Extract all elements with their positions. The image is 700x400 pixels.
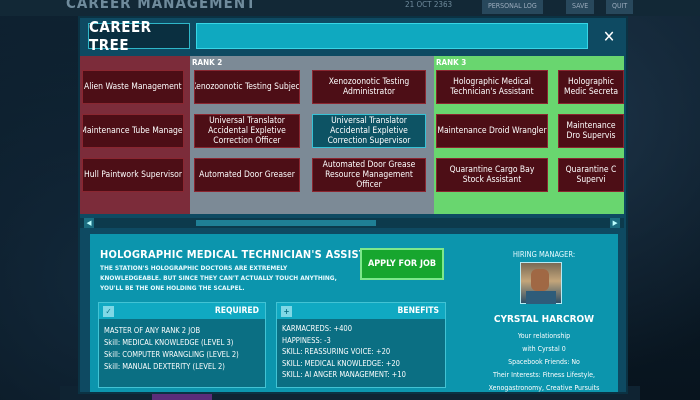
career-tree-dialog: CAREER TREE ✕ Hazardous Alien Waste Mana… [78,16,628,394]
title-bar-decoration [196,23,588,49]
job-node[interactable]: Universal Translator Accidental Expletiv… [194,114,300,148]
job-node[interactable]: Maintenance Tube Manager [82,114,184,148]
job-node[interactable]: Maintenance Droid Wrangler [436,114,548,148]
benefits-list: KARMACREDS: +400 HAPPINESS: -3 SKILL: RE… [282,323,444,381]
benefit-item: SKILL: REASSURING VOICE: +20 [282,347,391,356]
requirements-label: REQUIRED [214,306,259,316]
requirement-item: Skill: COMPUTER WRANGLING (LEVEL 2) [104,350,239,359]
avatar-body [526,291,556,304]
apply-for-job-button[interactable]: APPLY FOR JOB [360,248,444,280]
benefit-item: KARMACREDS: +400 [282,324,352,333]
plus-icon: + [281,306,292,317]
benefit-item: SKILL: MEDICAL KNOWLEDGE: +20 [282,358,400,368]
job-node[interactable]: Automated Door Greaser [194,158,300,192]
requirement-item: Skill: MEDICAL KNOWLEDGE (LEVEL 3) [104,338,234,347]
job-node[interactable]: Automated Door Grease Resource Managemen… [312,158,426,192]
rank-2-label: RANK 2 [192,58,223,67]
hiring-manager-name: CYRSTAL HARCROW [493,314,595,325]
save-button[interactable]: SAVE [566,0,595,14]
career-tree: Hazardous Alien Waste Management Supervi… [80,56,624,214]
hiring-manager-label: HIRING MANAGER: [512,250,576,259]
rank-3-column: RANK 3 Holographic Medical Technician's … [434,56,624,214]
rank-2-column: RANK 2 Xenozoonotic Testing Subject Univ… [190,56,434,214]
job-node[interactable]: Quarantine C Supervi [558,158,624,192]
job-title: HOLOGRAPHIC MEDICAL TECHNICIAN'S ASSISTA… [100,248,389,261]
job-node[interactable]: Xenozoonotic Testing Subject [194,70,300,104]
dialog-title: CAREER TREE [88,18,190,54]
quit-button[interactable]: QUIT [606,0,634,14]
hiring-manager-line: Xenogastronomy, Creative Pursuits [488,384,600,392]
hiring-manager-line: Spacebook Friends: No [508,358,580,366]
hiring-manager-line: with Cyrstal 0 [522,345,566,353]
requirement-item: MASTER OF ANY RANK 2 JOB [104,326,201,335]
benefit-item: HAPPINESS: -3 [282,335,331,345]
checkbox-icon: ✓ [103,306,114,317]
requirement-item: Skill: MANUAL DEXTERITY (LEVEL 2) [104,362,225,371]
tree-scrollbar[interactable]: ◀ ▶ [80,218,624,228]
requirements-box: ✓ REQUIRED MASTER OF ANY RANK 2 JOB Skil… [98,302,266,388]
job-node[interactable]: Hazardous Alien Waste Management Supervi… [82,70,184,104]
background-date: 21 OCT 2363 [405,0,453,9]
scroll-thumb[interactable] [196,220,376,226]
avatar-face [531,269,549,291]
hiring-manager-avatar[interactable] [520,262,562,304]
hiring-manager-info: Your relationship with Cyrstal 0 Spacebo… [470,330,618,395]
requirements-list: MASTER OF ANY RANK 2 JOB Skill: MEDICAL … [104,325,266,373]
scroll-right-icon[interactable]: ▶ [610,218,620,228]
hiring-manager-line: Their Interests: Fitness Lifestyle, [493,371,595,379]
benefits-label: BENEFITS [397,306,439,316]
benefit-item: SKILL: AI ANGER MANAGEMENT: +10 [282,370,406,379]
requirements-header: ✓ REQUIRED [99,303,265,319]
hiring-manager-line: Your relationship [517,332,571,340]
job-node[interactable]: Maintenance Dro Supervis [558,114,624,148]
dialog-titlebar: CAREER TREE ✕ [80,18,626,54]
benefits-header: + BENEFITS [277,303,445,319]
rank-3-label: RANK 3 [436,58,467,67]
job-detail-panel: HOLOGRAPHIC MEDICAL TECHNICIAN'S ASSISTA… [90,234,618,392]
job-description: THE STATION'S HOLOGRAPHIC DOCTORS ARE EX… [100,264,337,292]
job-node-selected[interactable]: Holographic Medical Technician's Assista… [436,70,548,104]
job-node-selected-path[interactable]: Universal Translator Accidental Expletiv… [312,114,426,148]
close-icon[interactable]: ✕ [602,26,616,46]
benefits-box: + BENEFITS KARMACREDS: +400 HAPPINESS: -… [276,302,446,388]
background-title: CAREER MANAGEMENT [66,0,257,12]
scroll-left-icon[interactable]: ◀ [84,218,94,228]
job-node[interactable]: Holographic Medic Secreta [558,70,624,104]
job-node[interactable]: Xenozoonotic Testing Administrator [312,70,426,104]
job-node[interactable]: Hull Paintwork Supervisor [82,158,184,192]
rank-1-column: Hazardous Alien Waste Management Supervi… [80,56,190,214]
job-node[interactable]: Quarantine Cargo Bay Stock Assistant [436,158,548,192]
personal-log-button[interactable]: PERSONAL LOG [482,0,543,14]
